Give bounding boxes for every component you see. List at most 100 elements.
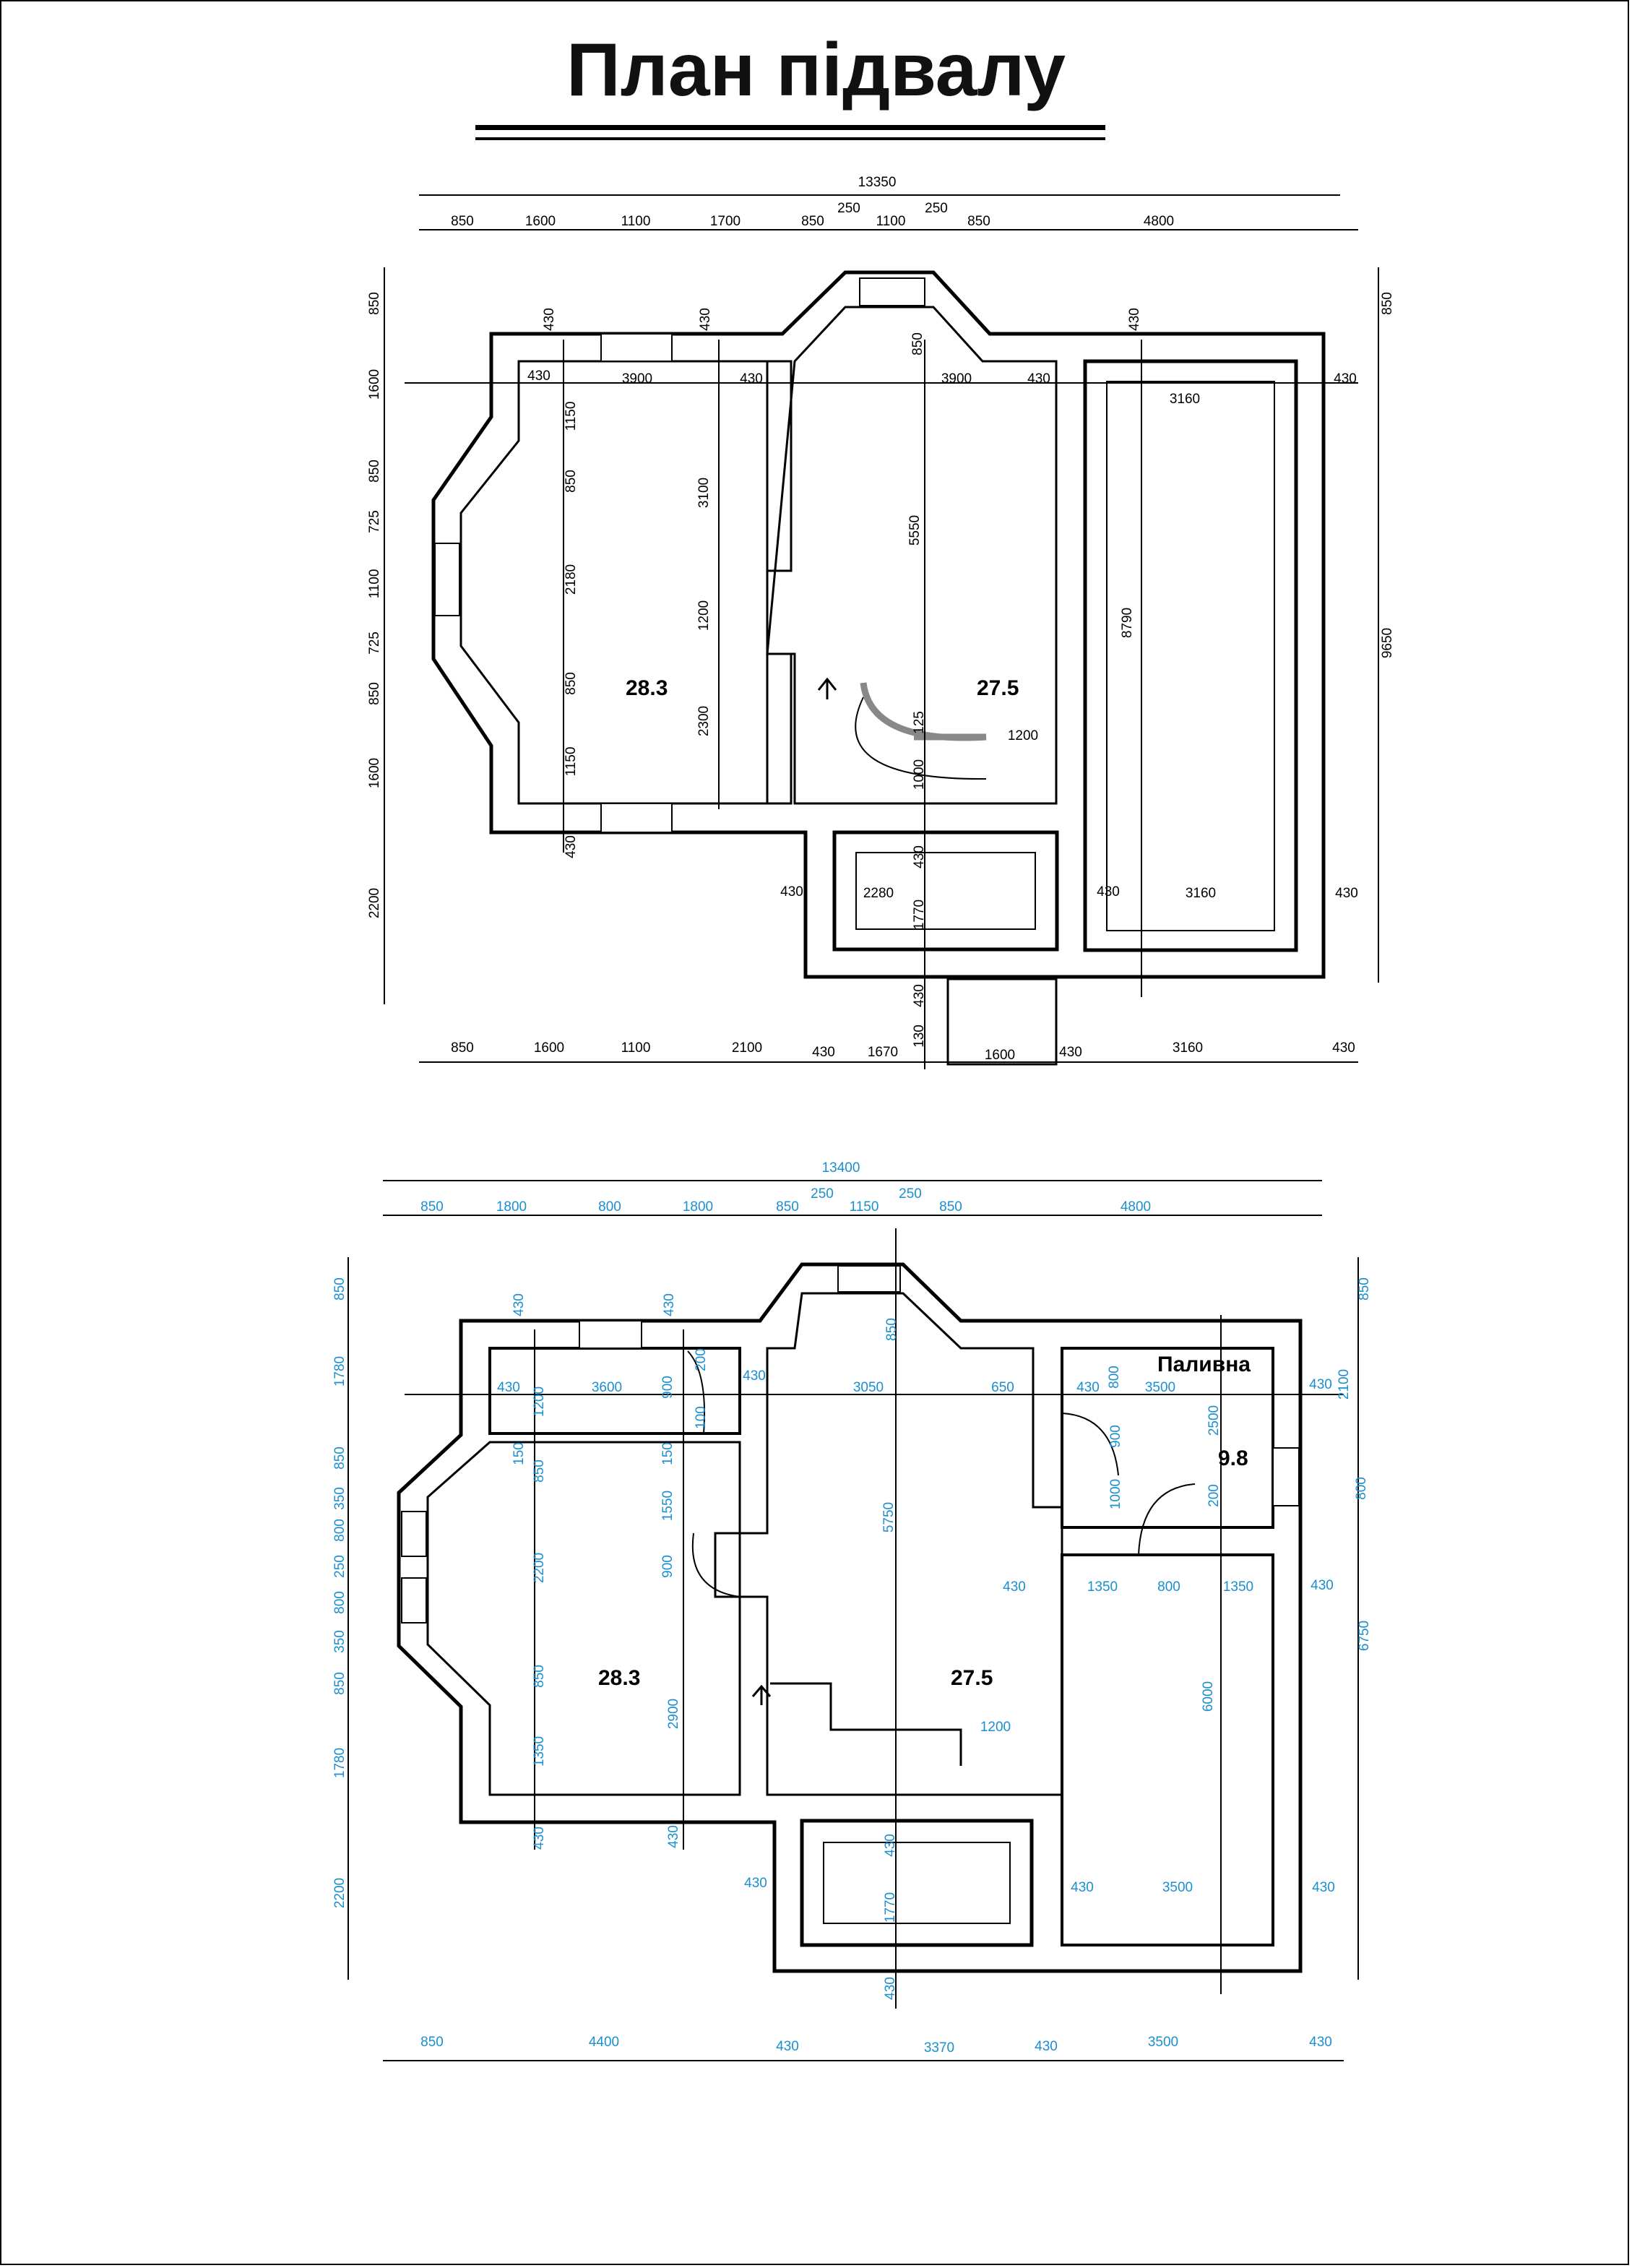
dim-label: 2280 [863, 886, 894, 901]
plan1-storage-inner [1106, 381, 1275, 931]
plan2-dims-bottom: 850 4400 430 3370 430 3500 430 [420, 2035, 1332, 2056]
plan1-dims-top: 850 1600 1100 1700 850 250 1100 250 850 … [451, 201, 1174, 229]
plan2-dims-right: 850 2100 800 6750 [1337, 1277, 1372, 1651]
dim-label: 430 [542, 308, 557, 331]
plan1-left-room [459, 360, 769, 805]
plan1-small-storage-inner [855, 852, 1036, 930]
dim-label: 4400 [589, 2035, 619, 2050]
dim-label: 1800 [683, 1199, 713, 1215]
dim-label: 3500 [1145, 1380, 1175, 1395]
dim-label: 430 [1097, 884, 1120, 900]
plan-1: 28.3 27.5 13350 850 1600 1100 1700 850 2… [367, 175, 1395, 1069]
dim-label: 850 [367, 682, 382, 705]
dim-label: 3050 [853, 1380, 884, 1395]
dim-label: 1100 [876, 214, 906, 229]
dim-label: 430 [1311, 1578, 1334, 1593]
plan1-entrance-steps [946, 978, 1058, 1066]
plan2-area-boiler: 9.8 [1218, 1446, 1248, 1470]
dim-label: 800 [1107, 1366, 1122, 1389]
dim-label: 150 [511, 1442, 527, 1465]
dim-label: 1600 [525, 214, 556, 229]
plan2-left-room [426, 1441, 741, 1796]
dim-label: 250 [925, 201, 948, 216]
dim-label: 2180 [564, 564, 579, 595]
plan2-window-left-2 [401, 1577, 427, 1624]
dim-label: 430 [1309, 2035, 1332, 2050]
dim-label: 100 [694, 1406, 709, 1429]
dim-label: 800 [332, 1519, 347, 1542]
dim-label: 850 [939, 1199, 962, 1215]
dim-label: 430 [1035, 2039, 1058, 2054]
dim-label: 430 [776, 2039, 799, 2054]
dim-label: 430 [532, 1827, 547, 1850]
dim-label: 800 [598, 1199, 621, 1215]
dim-label: 3100 [696, 478, 712, 508]
dim-label: 430 [1335, 886, 1358, 901]
dim-label: 430 [1071, 1880, 1094, 1895]
plan-2: 28.3 27.5 9.8 Паливна 13400 850 1800 800… [332, 1160, 1372, 2061]
dim-label: 430 [1334, 371, 1357, 387]
dim-label: 1100 [367, 569, 382, 599]
plan1-dim-right-top: 850 [1380, 292, 1395, 315]
plan2-window-top [579, 1320, 642, 1349]
dim-label: 6000 [1201, 1681, 1216, 1712]
dim-label: 850 [420, 2035, 444, 2050]
plan2-area-right: 27.5 [951, 1666, 993, 1690]
dim-label: 1150 [564, 747, 579, 777]
plan2-central-hall [738, 1292, 1063, 1796]
dim-label: 1600 [985, 1048, 1015, 1063]
dim-label: 850 [564, 672, 579, 695]
dim-label: 430 [743, 1368, 766, 1384]
dim-label: 430 [564, 835, 579, 858]
plan2-small-storage [800, 1819, 1034, 1947]
dim-label: 850 [801, 214, 824, 229]
dim-label: 1670 [868, 1045, 898, 1060]
plan1-right-room [766, 306, 1058, 805]
dim-label: 430 [527, 368, 551, 384]
dim-label: 430 [1312, 1880, 1335, 1895]
dim-label: 850 [967, 214, 990, 229]
plan1-storage-outer [1083, 359, 1298, 952]
dim-label: 800 [1354, 1477, 1369, 1500]
plan1-window-bottom [600, 803, 673, 833]
dim-label: 2100 [732, 1040, 762, 1056]
plan2-right-room [1061, 1553, 1274, 1946]
dim-label: 850 [332, 1672, 347, 1695]
plan1-window-bay [859, 277, 925, 306]
dim-label: 430 [1003, 1579, 1026, 1595]
dim-label: 125 [912, 711, 927, 734]
dim-label: 850 [451, 214, 474, 229]
dim-label: 430 [883, 1977, 898, 2000]
dim-label: 150 [660, 1442, 675, 1465]
dim-label: 3600 [592, 1380, 622, 1395]
dim-label: 1100 [621, 214, 651, 229]
dim-label: 800 [332, 1591, 347, 1614]
dim-label: 3370 [924, 2040, 954, 2056]
dim-label: 2200 [332, 1878, 347, 1908]
dim-label: 850 [564, 470, 579, 493]
dim-label: 130 [912, 1025, 927, 1048]
dim-label: 725 [367, 510, 382, 533]
dim-label: 2100 [1337, 1369, 1352, 1400]
plan2-window-bay [837, 1265, 901, 1293]
dim-label: 900 [1108, 1425, 1123, 1448]
dim-label: 250 [837, 201, 860, 216]
dim-label: 850 [367, 460, 382, 483]
dim-label: 2200 [367, 888, 382, 918]
dim-label: 1200 [980, 1720, 1011, 1735]
dim-label: 430 [744, 1876, 767, 1891]
dim-label: 200 [1206, 1484, 1222, 1507]
dim-label: 1200 [1008, 728, 1038, 743]
plan2-area-left: 28.3 [598, 1666, 640, 1690]
dim-label: 850 [776, 1199, 799, 1215]
dim-label: 5750 [881, 1502, 897, 1532]
plan1-stair-arrow [817, 677, 837, 699]
dim-label: 1200 [696, 600, 712, 631]
dim-label: 6750 [1357, 1621, 1372, 1651]
dim-label: 1150 [564, 402, 579, 431]
dim-label: 1600 [367, 758, 382, 788]
dim-label: 3500 [1148, 2035, 1178, 2050]
plan2-room-label-boiler: Паливна [1157, 1353, 1251, 1376]
dim-label: 2300 [696, 706, 712, 736]
dim-label: 1800 [496, 1199, 527, 1215]
